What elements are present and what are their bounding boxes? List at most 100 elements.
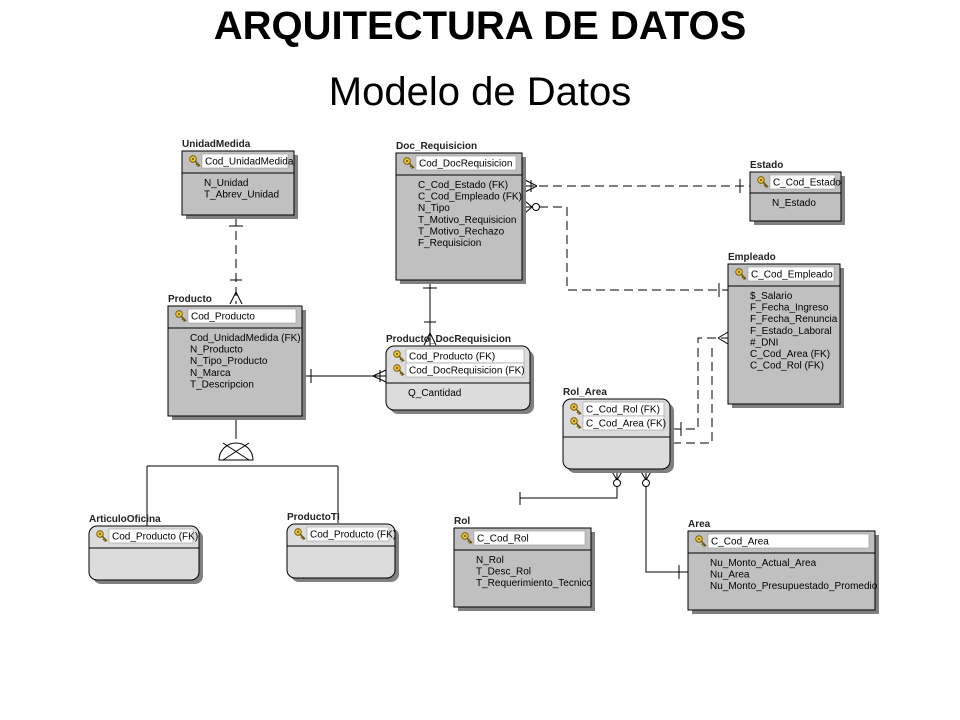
key-attribute-label: Cod_Producto (FK): [112, 532, 198, 543]
attribute-label: F_Requisicion: [418, 238, 481, 249]
key-label-bg: [473, 530, 586, 546]
entity-doc-requisicion[interactable]: Doc_RequisicionCod_DocRequisicionC_Cod_E…: [395, 141, 526, 284]
attribute-label: T_Desc_Rol: [476, 567, 531, 578]
attribute-label: Q_Cantidad: [408, 388, 461, 399]
attribute-label: C_Cod_Estado (FK): [418, 180, 508, 191]
rel-rolarea-empleado: [672, 331, 729, 444]
slide-subtitle: Modelo de Datos: [328, 70, 632, 114]
rel-producto-productodoc: [304, 369, 387, 383]
attribute-label: N_Marca: [190, 368, 231, 379]
attribute-label: T_Abrev_Unidad: [204, 190, 279, 201]
key-attribute-label: Cod_UnidadMedida: [205, 157, 294, 168]
attribute-label: F_Fecha_Renuncia: [750, 314, 838, 325]
key-label-bg: [415, 155, 517, 171]
attribute-label: N_Tipo_Producto: [190, 356, 268, 367]
key-attribute: Cod_Producto (FK): [393, 348, 525, 364]
attribute-label: F_Fecha_Ingreso: [750, 303, 829, 314]
key-attribute: C_Cod_Area (FK): [570, 415, 666, 431]
key-attribute-label: Cod_Producto (FK): [310, 530, 396, 541]
entity-box: [727, 263, 841, 405]
attribute-label: N_Estado: [772, 198, 816, 209]
key-label-bg: [108, 528, 194, 544]
attribute-label: T_Motivo_Rechazo: [418, 226, 505, 237]
key-label-bg: [769, 174, 836, 190]
entity-name: ArticuloOficina: [89, 514, 161, 525]
key-attribute: Cod_Producto (FK): [294, 526, 396, 542]
rel-area-rolarea: [639, 469, 688, 579]
rel-docrequisicion-productodoc: [423, 282, 437, 346]
entity-name: Area: [688, 519, 711, 530]
key-attribute-label: C_Cod_Rol (FK): [586, 405, 660, 416]
key-attribute-label: C_Cod_Estado: [773, 178, 841, 189]
entity-name: Empleado: [728, 252, 776, 263]
rel-unidadmedida-producto: [229, 217, 243, 305]
key-attribute: Cod_DocRequisicion (FK): [393, 362, 525, 378]
entity-name: Producto: [168, 294, 212, 305]
key-attribute: C_Cod_Rol (FK): [570, 401, 665, 417]
entity-name: ProductoTI: [287, 512, 340, 523]
attribute-label: C_Cod_Rol (FK): [750, 361, 824, 372]
entity-productoti[interactable]: ProductoTI Cod_Producto (FK): [286, 512, 399, 582]
key-attribute: C_Cod_Area: [695, 533, 870, 549]
key-attribute: C_Cod_Rol: [461, 530, 586, 546]
key-attribute: C_Cod_Empleado: [735, 266, 835, 282]
attribute-label: N_Rol: [476, 555, 504, 566]
rel-empleado-docrequisicion: [524, 200, 728, 297]
key-label-bg: [582, 415, 665, 431]
attribute-label: C_Cod_Empleado (FK): [418, 192, 522, 203]
attribute-label: F_Estado_Laboral: [750, 326, 832, 337]
key-label-bg: [187, 308, 297, 324]
key-label-bg: [201, 153, 289, 169]
attribute-label: T_Motivo_Requisicion: [418, 215, 516, 226]
key-attribute: Cod_UnidadMedida: [188, 153, 294, 169]
attribute-label: #_DNI: [750, 337, 778, 348]
entity-rol[interactable]: RolC_Cod_RolN_RolT_Desc_RolT_Requerimien…: [453, 516, 595, 611]
key-attribute-label: Cod_Producto (FK): [409, 352, 495, 363]
attribute-label: Nu_Monto_Actual_Area: [710, 558, 817, 569]
attribute-label: Nu_Area: [710, 570, 750, 581]
attribute-label: N_Unidad: [204, 178, 248, 189]
entity-name: Rol: [454, 516, 470, 527]
subtype-category: [146, 418, 339, 526]
key-label-bg: [306, 526, 390, 542]
key-attribute-label: C_Cod_Area (FK): [586, 419, 666, 430]
attribute-label: $_Salario: [750, 291, 793, 302]
entity-area[interactable]: AreaC_Cod_AreaNu_Monto_Actual_AreaNu_Are…: [687, 519, 879, 614]
attribute-label: Cod_UnidadMedida (FK): [190, 333, 301, 344]
rel-rol-rolarea: [519, 469, 624, 505]
key-attribute-label: C_Cod_Empleado: [751, 270, 833, 281]
key-label-bg: [405, 362, 525, 378]
attribute-label: T_Requerimiento_Tecnico: [476, 578, 593, 589]
entity-name: UnidadMedida: [182, 139, 251, 150]
entity-box: [167, 305, 303, 417]
slide-title: ARQUITECTURA DE DATOS: [213, 4, 747, 48]
attribute-label: C_Cod_Area (FK): [750, 349, 830, 360]
attribute-label: N_Tipo: [418, 203, 450, 214]
entity-name: Estado: [750, 160, 783, 171]
entity-name: Doc_Requisicion: [396, 141, 477, 152]
key-attribute-label: C_Cod_Area: [711, 537, 769, 548]
entity-name: Rol_Area: [563, 387, 607, 398]
key-attribute-label: C_Cod_Rol: [477, 534, 529, 545]
entity-name: Producto_DocRequisicion: [386, 334, 511, 345]
key-attribute: Cod_DocRequisicion: [403, 155, 517, 171]
key-attribute: Cod_Producto: [174, 308, 297, 324]
attribute-label: T_Descripcion: [190, 379, 254, 390]
key-attribute: C_Cod_Estado: [757, 174, 841, 190]
entity-box: [395, 152, 523, 281]
entity-unidadmedida[interactable]: UnidadMedidaCod_UnidadMedidaN_UnidadT_Ab…: [181, 139, 298, 219]
key-label-bg: [747, 266, 835, 282]
rel-estado-docrequisicion: [524, 179, 750, 193]
key-label-bg: [707, 533, 870, 549]
key-attribute-label: Cod_Producto: [191, 312, 255, 323]
key-attribute-label: Cod_DocRequisicion (FK): [409, 366, 525, 377]
attribute-label: N_Producto: [190, 345, 243, 356]
key-attribute: Cod_Producto (FK): [95, 528, 198, 544]
